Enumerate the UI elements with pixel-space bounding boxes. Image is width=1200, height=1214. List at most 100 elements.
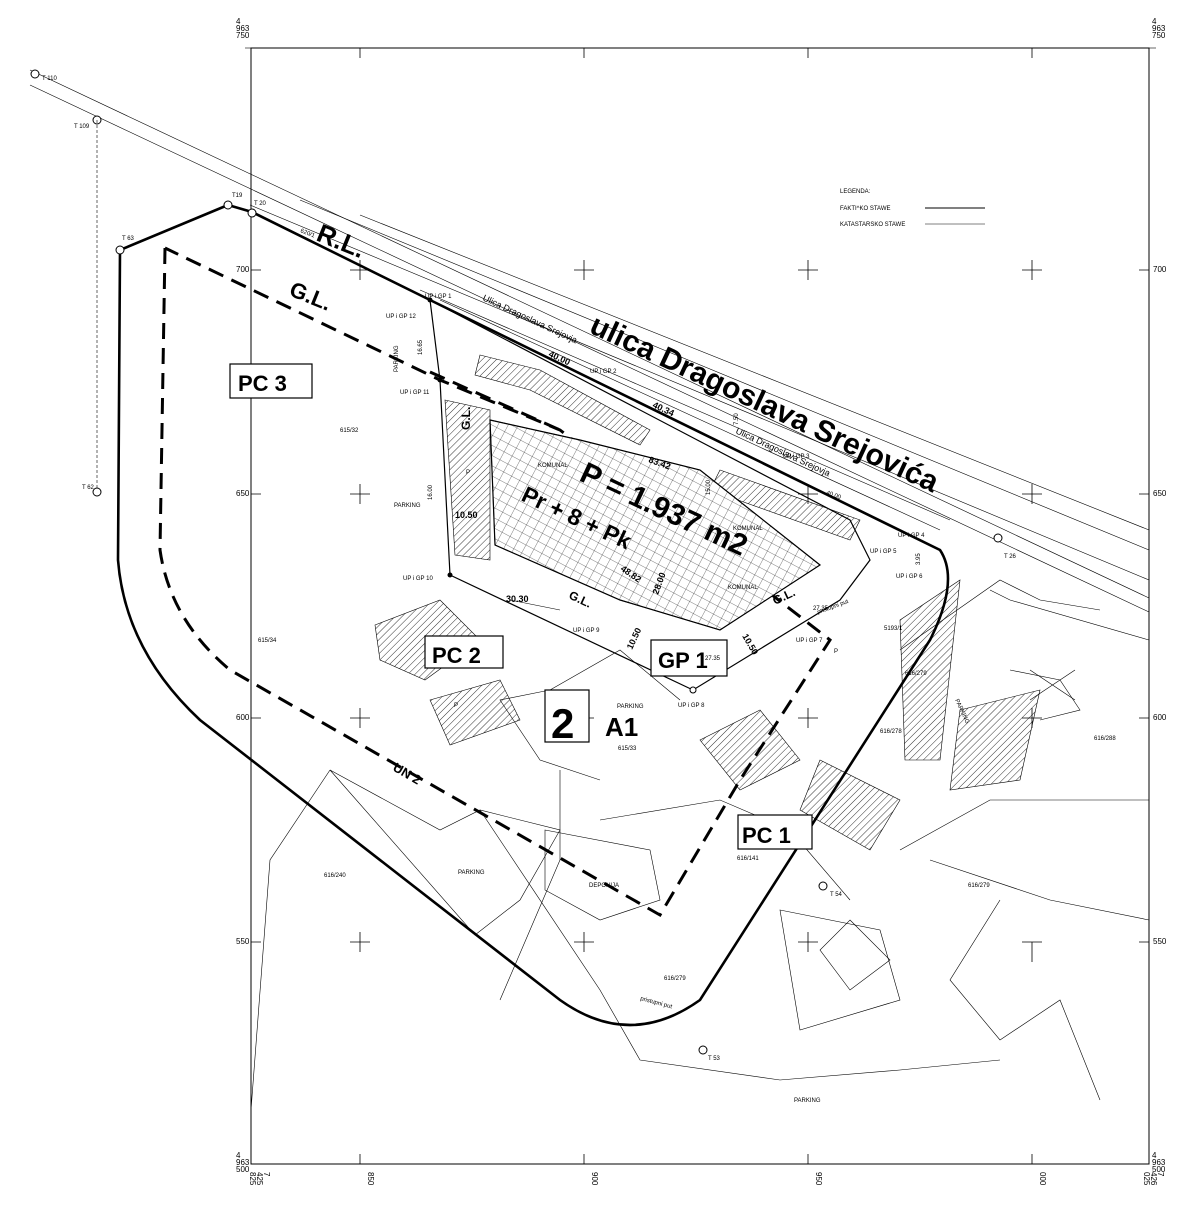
gp-point-label: UP i GP 3 [783,454,810,460]
gp-point-label: UP i GP 9 [573,628,600,634]
gp-point-label: UP i GP 6 [896,574,923,580]
easting-br: 7426025 [1142,1172,1165,1186]
p-label: P [454,703,458,709]
gp-point-label: UP i GP 2 [590,369,617,375]
northing-550-right: 550 [1153,937,1167,946]
zone-pc2-label: PC 2 [432,643,481,668]
dimension-label: 15.00 [706,479,712,495]
deponija-label: DEPONIJA [589,883,619,889]
point-t109: T 109 [74,124,90,130]
street-lines [29,69,1150,613]
zone-pc1: PC 1 [737,814,813,850]
hatched-parking-area [949,689,1041,791]
northing-600-right: 600 [1153,713,1167,722]
easting-850: 850 [366,1172,375,1186]
parcel-number: 616/278 [880,729,902,735]
label-building-line-1: G.L. [286,276,335,315]
easting-bl: 7425825 [248,1172,271,1186]
parcel-gp1 [429,298,871,691]
zone-a1: A1 [605,712,638,742]
hatched-parking-area [699,709,801,791]
dimension-label: 27.35 [813,606,829,612]
parking-label: PARKING [394,345,400,372]
zone-un2: UN 2 [391,760,424,788]
northing-550-left: 550 [236,937,250,946]
parcel-number: 615/32 [340,428,359,434]
point-t20: T 20 [254,201,267,207]
legend-item-actual: FAKTI^KO STAWE [840,206,891,212]
point-t19: T19 [232,193,243,199]
gp-point-label: UP i GP 12 [386,314,416,320]
dimension-label: 40.00 [825,490,842,501]
parcel-number: 616/279 [664,976,686,982]
northing-650-right: 650 [1153,489,1167,498]
survey-points: T 110 T 109 T19 T 20 T 63 T 62 T 26 T 54… [30,69,1017,1062]
label-building-line-3: G.L. [567,588,594,611]
dimension-label: 27.35 [705,656,721,662]
parcel-number: 616/141 [737,856,759,862]
parcel-number: 5193/1 [884,626,903,632]
gp-point-label: UP i GP 5 [870,549,897,555]
easting-labels: 850 900 950 000 [366,1172,1047,1186]
legend-item-cadastral: KATASTARSKO STAWE [840,222,905,228]
parking-label: PARKING [394,503,421,509]
point-t54: T 54 [830,892,843,898]
gp-point-label: UP i GP 4 [898,533,925,539]
easting-900: 900 [590,1172,599,1186]
parcel-number: 615/34 [258,638,277,644]
northing-600-left: 600 [236,713,250,722]
point-t62: T 62 [82,485,95,491]
northing-700-right: 700 [1153,265,1167,274]
northing-labels: 700 700 650 650 600 600 550 550 [236,265,1167,946]
point-t26: T 26 [1004,554,1017,560]
p-label: P [834,649,838,655]
dimension-label: 16.65 [418,339,424,355]
easting-950: 950 [814,1172,823,1186]
parcel-number: 616/279 [968,883,990,889]
regulation-line [116,203,950,1027]
gp-point-label: UP i GP 11 [400,390,430,396]
dimension-label: 7.50 [734,413,740,425]
hatched-parking-area [899,579,961,761]
parcel-number: 615/33 [618,746,637,752]
parking-label: PARKING [617,704,644,710]
parking-label: PARKING [458,870,485,876]
zone-gp1: GP 1 [650,639,728,677]
block-number: 2 [544,689,590,747]
parcel-number: 620/1 [299,228,316,239]
access-road-label: pristupni put [817,599,850,616]
northing-650-left: 650 [236,489,250,498]
komunal-label: KOMUNAL [733,526,763,532]
dimension-label: 3.95 [916,553,922,565]
dimension-label: 10.50 [455,510,478,520]
komunal-label: KOMUNAL [538,463,568,469]
zone-pc2: PC 2 [424,635,504,669]
gp-point-label: UP i GP 7 [796,638,823,644]
easting-000: 000 [1038,1172,1047,1186]
point-t63: T 63 [122,236,135,242]
zone-pc3: PC 3 [229,363,313,399]
gp-point-label: UP i GP 10 [403,576,433,582]
label-regulation-line: R.L. [313,218,370,264]
northing-700-left: 700 [236,265,250,274]
parcel-number: 616/288 [1094,736,1116,742]
komunal-label: KOMUNAL [728,585,758,591]
point-t110: T 110 [42,76,57,82]
parcel-number: 616/240 [324,873,346,879]
dimension-label: 16.00 [428,484,434,500]
map-frame [250,47,1150,1165]
parking-label: PARKING [794,1098,821,1104]
gp-point-label: UP i GP 8 [678,703,705,709]
label-building-line-2: G.L. [459,407,473,430]
gp-point-label: UP i GP 1 [425,294,452,300]
zone-pc3-label: PC 3 [238,371,287,396]
dimension-label: 10.50 [625,626,644,651]
parcel-numbers: 620/1 615/32 615/34 615/33 616/240 616/1… [258,228,1116,982]
legend: LEGENDA: FAKTI^KO STAWE KATASTARSKO STAW… [840,189,985,228]
p-label: P [466,470,470,476]
